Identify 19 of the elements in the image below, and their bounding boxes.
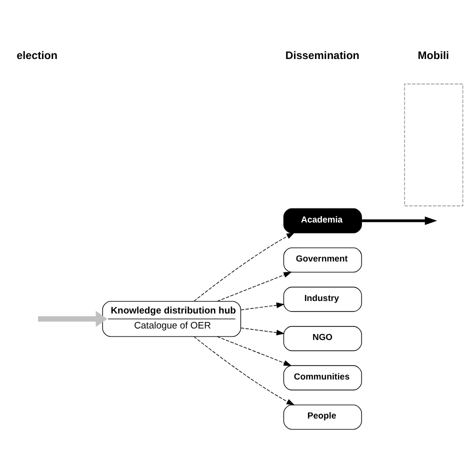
arrow <box>216 336 292 366</box>
node-box: Knowledge distribution hub Catalogue of OER <box>102 300 242 337</box>
arrow <box>38 310 108 327</box>
node-box: Government <box>283 248 362 273</box>
label: Dissemination <box>285 50 360 62</box>
arrow <box>194 232 295 302</box>
node-box: Academia <box>283 208 362 234</box>
label: Mobili <box>418 50 450 62</box>
arrow <box>216 272 292 302</box>
arrow <box>240 328 285 336</box>
arrow <box>240 302 285 310</box>
node-box: Communities <box>283 365 362 390</box>
arrow <box>362 216 438 226</box>
label: election <box>16 50 58 62</box>
node-box: Industry <box>283 286 362 312</box>
arrow <box>194 336 295 406</box>
node-box <box>404 84 464 206</box>
node-box: People <box>283 404 362 430</box>
node-box: NGO <box>283 326 362 352</box>
